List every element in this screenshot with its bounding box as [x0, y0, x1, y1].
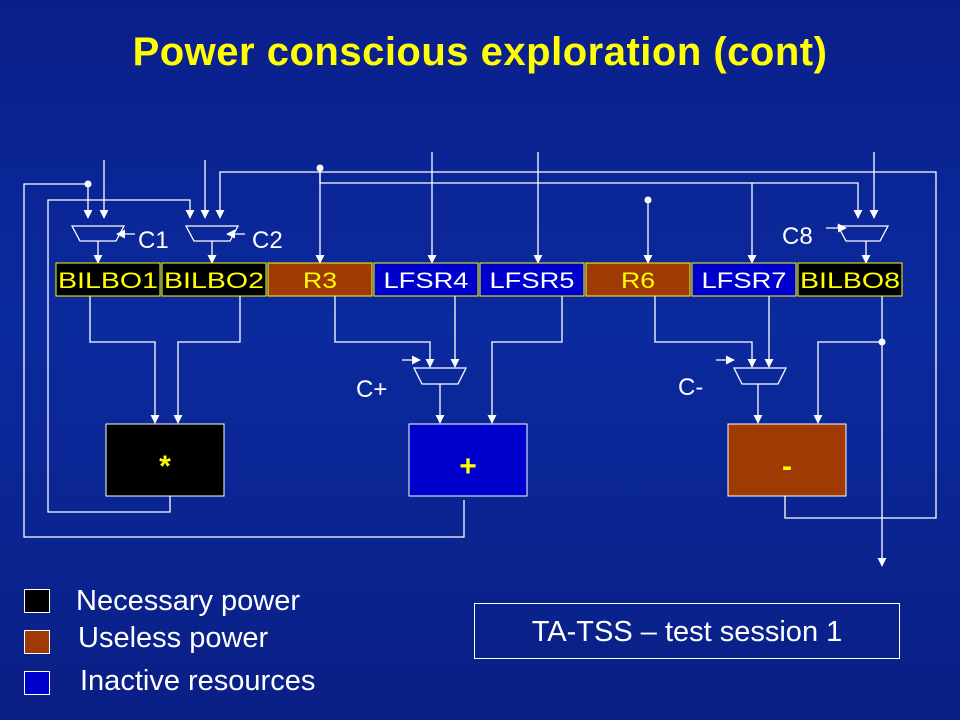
register-box	[585, 262, 691, 297]
test-session-label: TA-TSS – test session 1	[474, 603, 900, 659]
legend-label: Inactive resources	[80, 665, 316, 697]
operator-multiplier: *	[105, 423, 225, 497]
control-label-c1: C1	[138, 227, 169, 254]
register-box	[267, 262, 373, 297]
register-label: BILBO8	[800, 268, 900, 293]
wire-r6-submux	[654, 296, 757, 368]
operator-label: *	[159, 450, 171, 483]
register-box	[797, 262, 903, 297]
legend-swatch-useless	[24, 630, 50, 654]
register-r6: R6	[585, 262, 691, 297]
legend-label: Useless power	[78, 622, 269, 654]
wire-r3-addmux	[334, 296, 435, 368]
register-label: LFSR5	[490, 268, 575, 293]
register-bilbo8: BILBO8	[797, 262, 903, 297]
mux-c-minus	[732, 367, 788, 385]
register-label: BILBO1	[58, 268, 158, 293]
operator-row: * + -	[105, 423, 847, 497]
register-box	[479, 262, 585, 297]
mux-c1	[70, 225, 126, 242]
wire-mult-feedback	[47, 199, 195, 513]
wire-bilbo1-mult	[89, 296, 160, 424]
operator-label: -	[782, 450, 792, 483]
register-label: R6	[621, 268, 655, 293]
wire-sub-feedback	[215, 171, 937, 519]
junction-dot	[84, 180, 92, 188]
junction-dots	[84, 164, 886, 346]
register-bilbo2: BILBO2	[161, 262, 267, 297]
mux-c-plus	[412, 367, 468, 385]
mux-c2	[184, 225, 240, 242]
multiplexers	[70, 225, 890, 385]
wire-adder-feedback	[23, 183, 465, 538]
operator-box	[727, 423, 847, 497]
operator-subtractor: -	[727, 423, 847, 497]
register-box	[691, 262, 797, 297]
register-lfsr4: LFSR4	[373, 262, 479, 297]
legend-label: Necessary power	[76, 585, 301, 617]
control-label-c2: C2	[252, 227, 283, 254]
legend-swatch-necessary	[24, 589, 50, 613]
control-labels: C1 C2 C8 C+ C-	[138, 223, 813, 403]
operator-adder: +	[408, 423, 528, 497]
mux-c8	[836, 225, 890, 242]
control-label-c8: C8	[782, 223, 813, 250]
junction-dot	[878, 338, 886, 346]
register-label: LFSR7	[702, 268, 787, 293]
register-bilbo1: BILBO1	[55, 262, 161, 297]
operator-box	[105, 423, 225, 497]
control-label-c-plus: C+	[356, 376, 387, 403]
register-box	[161, 262, 267, 297]
wires	[23, 152, 937, 567]
register-label: BILBO2	[164, 268, 264, 293]
junction-dot	[644, 196, 652, 204]
register-lfsr7: LFSR7	[691, 262, 797, 297]
operator-box	[408, 423, 528, 497]
register-box	[373, 262, 479, 297]
register-r3: R3	[267, 262, 373, 297]
wire-bilbo8-feedback	[319, 168, 863, 219]
wire-bilbo8-sub	[813, 341, 882, 424]
register-label: LFSR4	[384, 268, 469, 293]
wire-bilbo2-mult	[173, 296, 241, 424]
register-label: R3	[303, 268, 337, 293]
wire-lfsr5-adder	[487, 296, 563, 424]
register-lfsr5: LFSR5	[479, 262, 585, 297]
slide-title: Power conscious exploration (cont)	[132, 30, 828, 74]
junction-dot	[316, 164, 324, 172]
legend-swatch-inactive	[24, 671, 50, 695]
register-box	[55, 262, 161, 297]
control-label-c-minus: C-	[678, 374, 703, 401]
operator-label: +	[459, 450, 477, 483]
